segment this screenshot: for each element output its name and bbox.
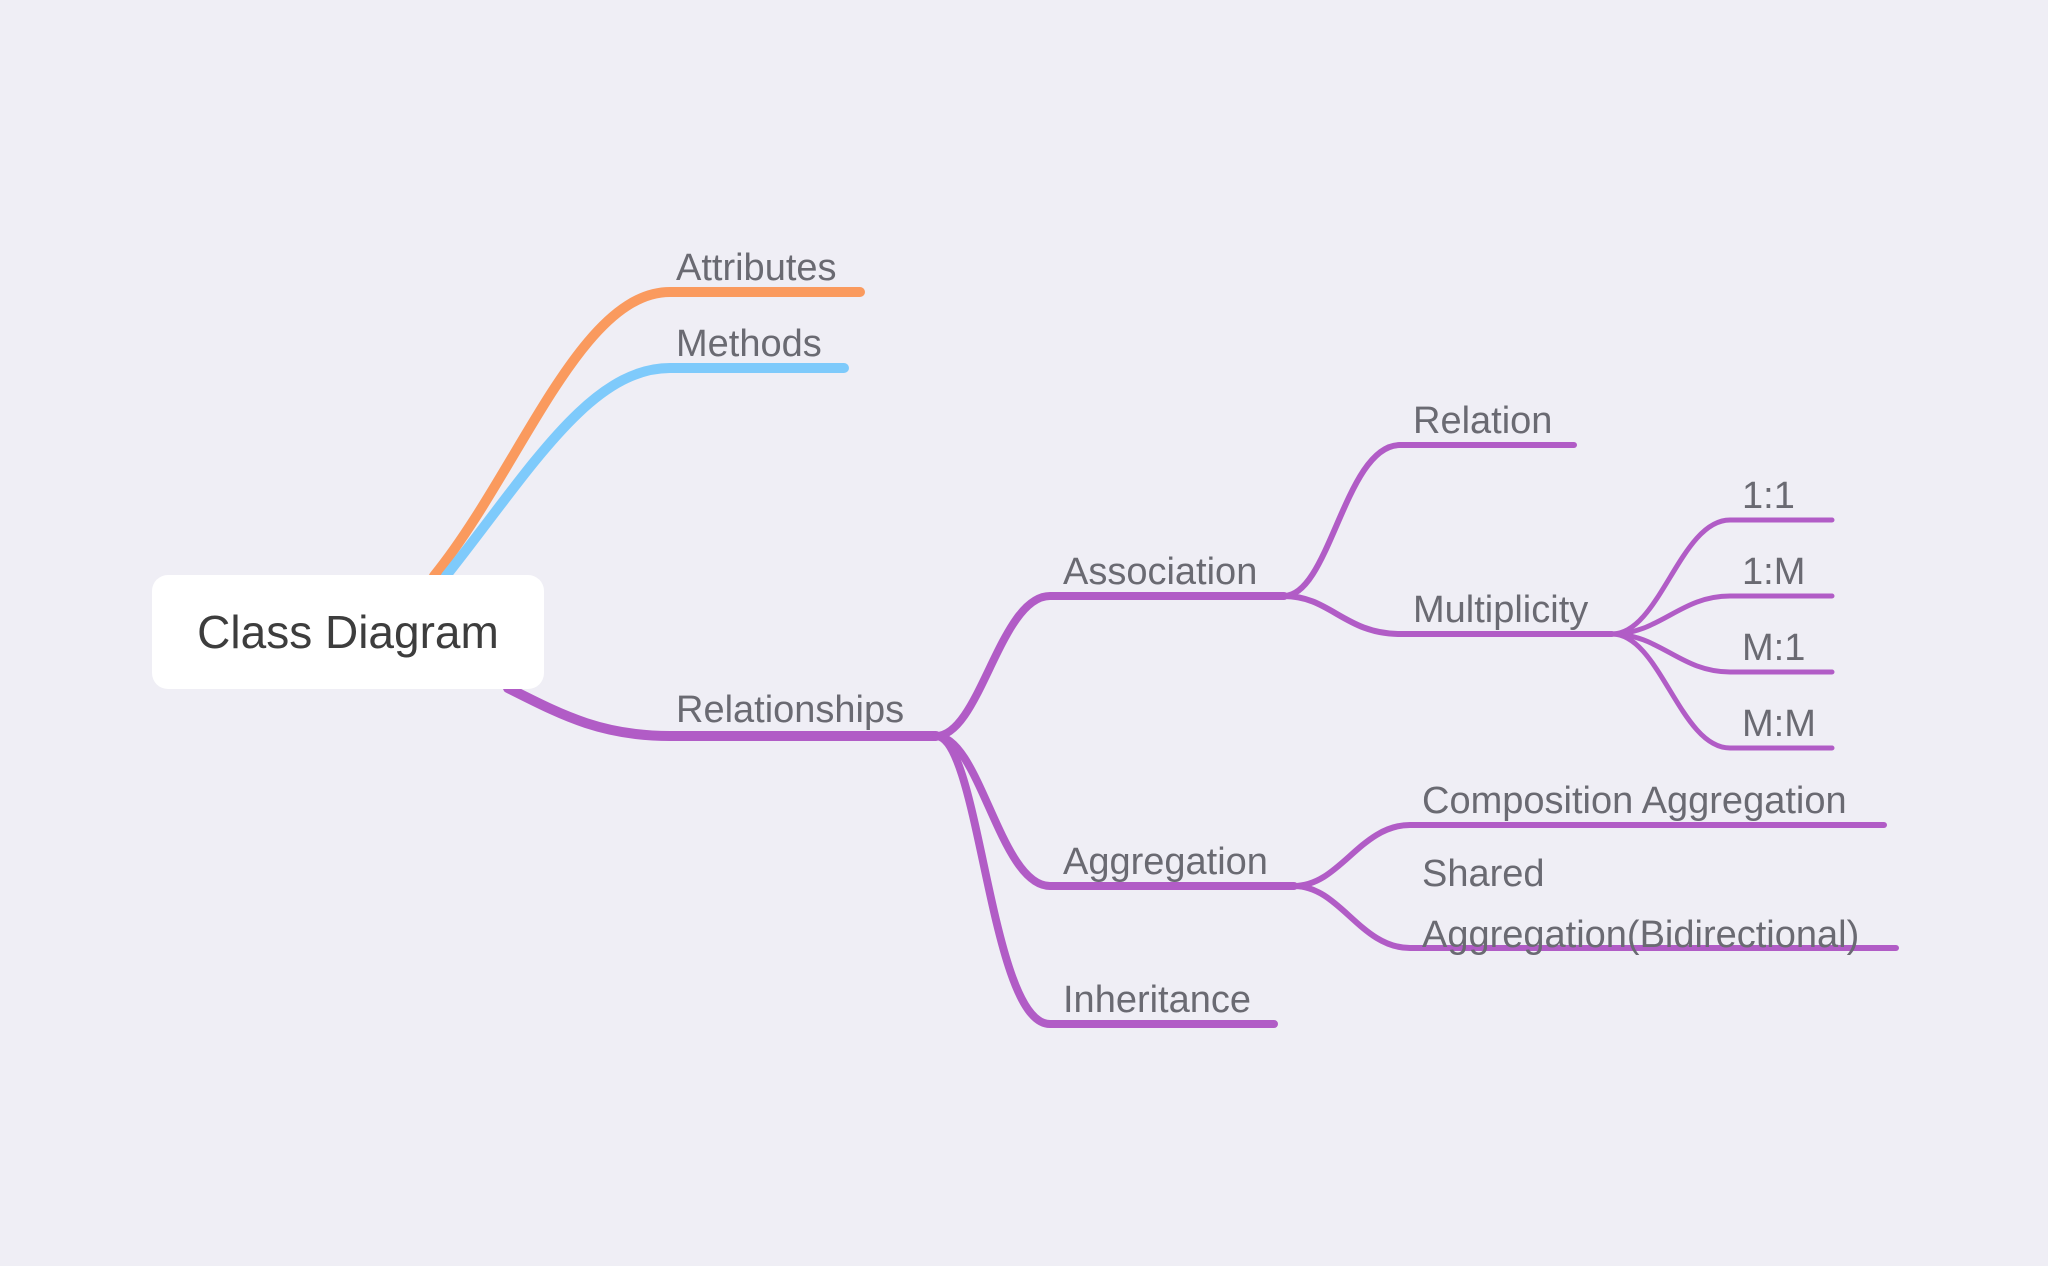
node-relationships[interactable]: Relationships [676, 689, 905, 731]
node-one-to-many[interactable]: 1:M [1742, 551, 1806, 593]
node-inheritance[interactable]: Inheritance [1063, 979, 1252, 1021]
edge-one-to-one [1609, 517, 1835, 637]
node-aggregation[interactable]: Aggregation [1063, 841, 1268, 883]
edge-composition-aggregation [1291, 822, 1887, 889]
node-association[interactable]: Association [1063, 551, 1258, 593]
edge-multiplicity [1281, 593, 1615, 637]
edge-one-to-many [1609, 593, 1835, 637]
root-node-label: Class Diagram [197, 606, 499, 658]
edge-shared-aggregation [1291, 883, 1899, 951]
node-many-to-one[interactable]: M:1 [1742, 627, 1806, 669]
edge-attributes [429, 287, 865, 581]
node-attributes[interactable]: Attributes [676, 247, 837, 289]
edge-methods [441, 363, 849, 581]
node-shared-aggregation[interactable]: Shared Aggregation(Bidirectional) [1422, 844, 1859, 966]
node-shared-aggregation-line2: Aggregation(Bidirectional) [1422, 914, 1860, 956]
node-composition-aggregation[interactable]: Composition Aggregation [1422, 780, 1847, 822]
edge-many-to-many [1609, 631, 1835, 751]
edge-association [932, 592, 1288, 740]
node-relation[interactable]: Relation [1413, 400, 1553, 442]
edge-relationships [503, 683, 941, 741]
edge-many-to-one [1609, 631, 1835, 675]
root-node[interactable]: Class Diagram [152, 575, 544, 689]
node-one-to-one[interactable]: 1:1 [1742, 475, 1795, 517]
node-many-to-many[interactable]: M:M [1742, 703, 1816, 745]
node-shared-aggregation-line1: Shared [1422, 853, 1545, 895]
node-multiplicity[interactable]: Multiplicity [1413, 589, 1589, 631]
edge-relation [1281, 442, 1577, 599]
edge-inheritance [932, 732, 1278, 1028]
node-methods[interactable]: Methods [676, 323, 822, 365]
